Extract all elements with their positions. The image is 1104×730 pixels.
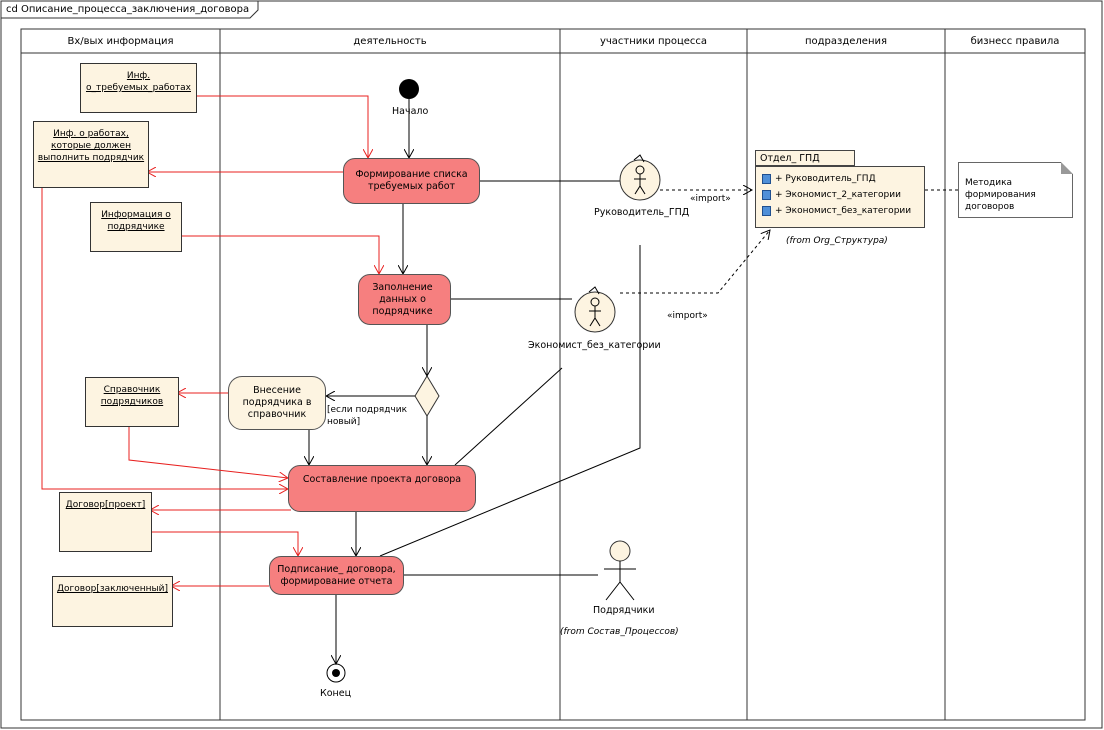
actor-economist-figure bbox=[574, 286, 616, 333]
flow-reqworks-form bbox=[195, 95, 368, 158]
action-fill-data[interactable]: Заполнение данных о подрядчике bbox=[358, 274, 451, 325]
object-ref-book[interactable]: Справочник подрядчиков bbox=[85, 377, 179, 427]
start-label: Начало bbox=[392, 106, 429, 117]
import-economist-dependency bbox=[620, 230, 770, 294]
flow-ref-draft bbox=[128, 425, 288, 478]
object-contract-draft[interactable]: Договор[проект] bbox=[59, 492, 152, 552]
actor-head-figure bbox=[619, 154, 661, 201]
lane-title-departments: подразделения bbox=[804, 36, 888, 47]
package-item-label: + Экономист_2_категории bbox=[775, 190, 901, 200]
actor-contractors-from: (from Состав_Процессов) bbox=[560, 627, 679, 637]
action-sign-contract[interactable]: Подписание_ договора, формирование отчет… bbox=[269, 556, 404, 595]
object-contractor-info-label: Информация о подрядчике bbox=[101, 210, 171, 232]
lane-title-io: Вх/вых информация bbox=[67, 36, 174, 47]
object-ref-book-label: Справочник подрядчиков bbox=[100, 385, 164, 407]
initial-node bbox=[399, 79, 419, 99]
package-item-label: + Руководитель_ГПД bbox=[775, 174, 876, 184]
object-req-works[interactable]: Инф. о_требуемых_работах bbox=[80, 63, 197, 113]
package-item: + Экономист_2_категории bbox=[762, 189, 901, 202]
object-contractor-info[interactable]: Информация о подрядчике bbox=[90, 202, 182, 252]
object-req-works-label: Инф. о_требуемых_работах bbox=[85, 71, 191, 93]
package-from: (from Org_Структура) bbox=[786, 236, 888, 246]
object-contract-done-label: Договор[заключенный] bbox=[57, 584, 168, 594]
note-fold-icon bbox=[1061, 162, 1073, 174]
actor-contractors-label: Подрядчики bbox=[593, 605, 655, 616]
actor-economist-label: Экономист_без_категории bbox=[528, 340, 661, 351]
flow-worksinfo-draft bbox=[41, 186, 288, 489]
final-node-core bbox=[332, 669, 340, 677]
object-works-info[interactable]: Инф. о работах, которые должен выполнить… bbox=[33, 121, 149, 188]
flow-info-fill bbox=[180, 235, 379, 274]
frame-title: cd Описание_процесса_заключения_договора bbox=[6, 4, 250, 15]
action-draft-contract[interactable]: Составление проекта договора bbox=[288, 465, 476, 512]
package-body[interactable]: + Руководитель_ГПД + Экономист_2_категор… bbox=[755, 166, 925, 228]
actor-head-label: Руководитель_ГПД bbox=[594, 207, 690, 218]
import-label-2: «import» bbox=[667, 311, 708, 321]
swimlane-border bbox=[20, 28, 1086, 721]
lane-title-activity: деятельность bbox=[353, 36, 427, 47]
guard-label: [если подрядчик новый] bbox=[327, 405, 408, 427]
assoc-draft-economist bbox=[454, 367, 563, 466]
import-label-1: «import» bbox=[690, 194, 731, 204]
object-contract-draft-label: Договор[проект] bbox=[65, 500, 146, 510]
end-label: Конец bbox=[320, 688, 352, 699]
class-icon bbox=[762, 205, 771, 216]
action-add-to-ref[interactable]: Внесение подрядчика в справочник bbox=[228, 376, 326, 430]
class-icon bbox=[762, 173, 771, 184]
frame-tab-border bbox=[1, 1, 259, 19]
lane-title-rules: бизнесс правила bbox=[970, 36, 1060, 47]
flow-contract-sign bbox=[150, 531, 298, 556]
class-icon bbox=[762, 189, 771, 200]
action-form-list[interactable]: Формирование списка требуемых работ bbox=[343, 158, 480, 204]
object-works-info-label: Инф. о работах, которые должен выполнить… bbox=[37, 129, 145, 163]
package-item: + Руководитель_ГПД bbox=[762, 173, 876, 186]
actor-contractors-figure bbox=[604, 540, 636, 601]
package-item: + Экономист_без_категории bbox=[762, 205, 911, 218]
package-item-label: + Экономист_без_категории bbox=[775, 206, 912, 216]
object-contract-done[interactable]: Договор[заключенный] bbox=[52, 576, 173, 627]
assoc-head-sign bbox=[379, 245, 641, 557]
rule-note-text: Методика формирования договоров bbox=[965, 178, 1036, 212]
rule-note[interactable]: Методика формирования договоров bbox=[958, 162, 1073, 218]
lane-title-participants: участники процесса bbox=[599, 36, 708, 47]
package-tab[interactable]: Отдел_ ГПД bbox=[755, 150, 855, 166]
